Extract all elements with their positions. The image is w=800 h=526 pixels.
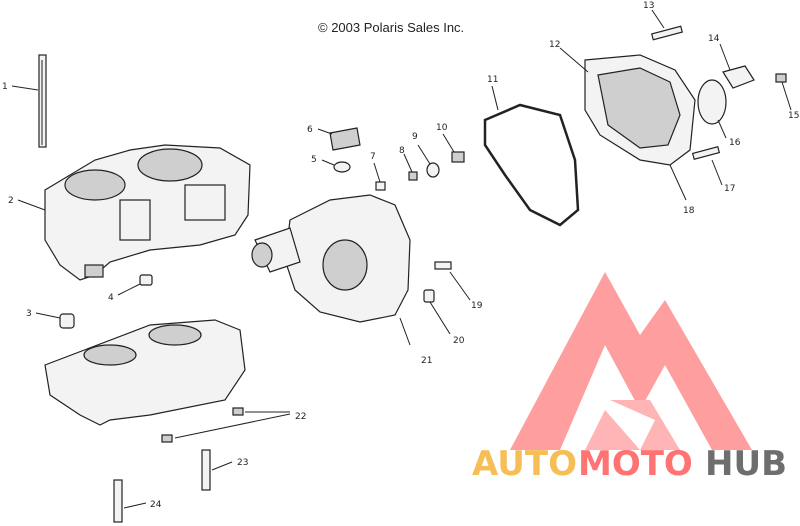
label-10: 10 (436, 123, 448, 133)
logo-inner-mark (585, 400, 680, 450)
label-22: 22 (295, 412, 306, 422)
label-1: 1 (2, 82, 8, 92)
label-13: 13 (643, 1, 654, 11)
label-15: 15 (788, 111, 799, 121)
part-cover (559, 47, 696, 201)
part-bolt-19 (434, 261, 471, 301)
part-cap (317, 127, 361, 173)
watermark-logo (510, 272, 752, 450)
label-4: 4 (108, 293, 114, 303)
label-16: 16 (729, 138, 741, 148)
label-24: 24 (150, 500, 162, 510)
label-7: 7 (370, 152, 376, 162)
part-plate-14 (719, 43, 755, 89)
label-17: 17 (724, 184, 735, 194)
label-2: 2 (8, 196, 14, 206)
label-3: 3 (26, 309, 32, 319)
part-stud (11, 54, 47, 148)
label-12: 12 (549, 40, 560, 50)
copyright-text: © 2003 Polaris Sales Inc. (318, 20, 464, 35)
part-lower-crankcase (44, 319, 246, 426)
part-labels: 1 2 3 4 5 6 7 8 9 10 11 12 13 14 15 16 1… (2, 1, 799, 510)
part-small-fittings (373, 133, 465, 191)
part-bolt-15 (775, 73, 792, 111)
part-bolt-17 (691, 146, 723, 186)
part-screws-22 (161, 407, 291, 443)
brand-hub: HUB (705, 444, 787, 484)
part-sleeve-20 (423, 289, 451, 335)
label-21: 21 (421, 356, 432, 366)
logo-triangle-outer (510, 272, 752, 450)
label-8: 8 (399, 146, 405, 156)
label-18: 18 (683, 206, 695, 216)
part-bolt-23 (201, 449, 233, 491)
part-pin (117, 274, 153, 296)
label-6: 6 (307, 125, 313, 135)
part-dowel (35, 312, 75, 329)
part-gasket (483, 85, 580, 227)
watermark-brand: AUTO MOTO HUB (472, 444, 787, 484)
label-9: 9 (412, 132, 418, 142)
label-5: 5 (311, 155, 317, 165)
label-14: 14 (708, 34, 720, 44)
part-ring-16 (697, 79, 727, 139)
label-11: 11 (487, 75, 498, 85)
part-magneto-housing (251, 194, 411, 346)
label-20: 20 (453, 336, 465, 346)
part-upper-crankcase (17, 144, 251, 281)
brand-auto: AUTO (472, 444, 577, 484)
label-19: 19 (471, 301, 483, 311)
part-bolt-13 (650, 9, 684, 41)
part-bolt-24 (113, 479, 147, 523)
brand-moto: MOTO (578, 444, 693, 484)
label-23: 23 (237, 458, 248, 468)
